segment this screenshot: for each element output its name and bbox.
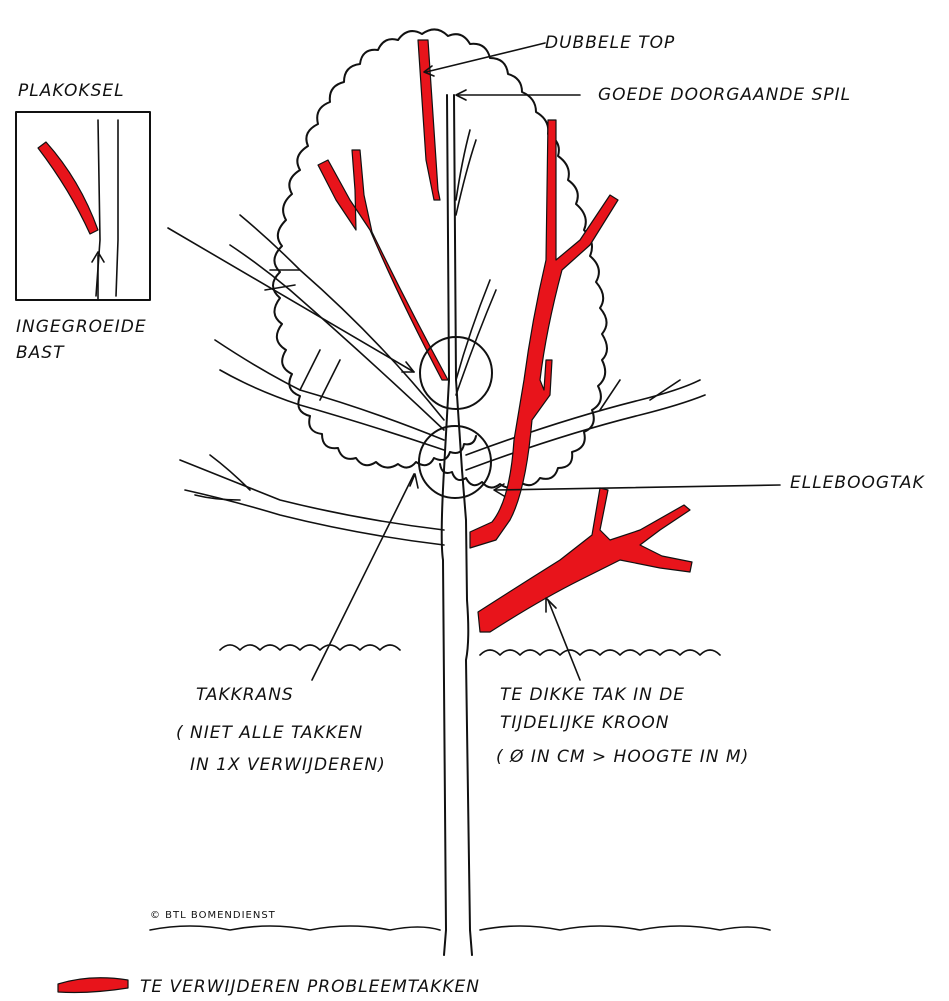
legend-label: TE VERWIJDEREN PROBLEEMTAKKEN	[140, 977, 480, 997]
label-te-dikke-2: TIJDELIJKE KROON	[500, 713, 669, 733]
double-top-branch	[418, 40, 440, 200]
label-te-dikke-1: TE DIKKE TAK IN DE	[500, 685, 685, 705]
label-takkrans-note-1: ( NIET ALLE TAKKEN	[176, 723, 363, 743]
label-bast: BAST	[16, 343, 65, 363]
label-takkrans: TAKKRANS	[196, 685, 294, 705]
branch-collar-circle	[419, 426, 491, 498]
label-takkrans-note-2: IN 1X VERWIJDEREN)	[190, 755, 386, 775]
label-goede-spil: GOEDE DOORGAANDE SPIL	[598, 85, 851, 105]
legend-swatch	[58, 978, 128, 993]
elbow-branch	[470, 120, 618, 548]
copyright-text: © BTL BOMENDIENST	[150, 910, 276, 921]
label-te-dikke-3: ( Ø IN CM > HOOGTE IN M)	[496, 747, 749, 767]
trunk	[442, 95, 472, 955]
included-bark-branch	[318, 150, 448, 380]
leader-arrows	[168, 43, 780, 680]
label-ingegroeide: INGEGROEIDE	[16, 317, 147, 337]
problem-branches	[318, 40, 692, 632]
label-elleboogtak: ELLEBOOGTAK	[790, 473, 925, 493]
branches-left	[180, 215, 444, 545]
label-plakoksel: PLAKOKSEL	[18, 81, 125, 101]
label-dubbele-top: DUBBELE TOP	[545, 33, 675, 53]
branches-right	[456, 130, 705, 470]
inset-plakoksel	[16, 112, 150, 300]
